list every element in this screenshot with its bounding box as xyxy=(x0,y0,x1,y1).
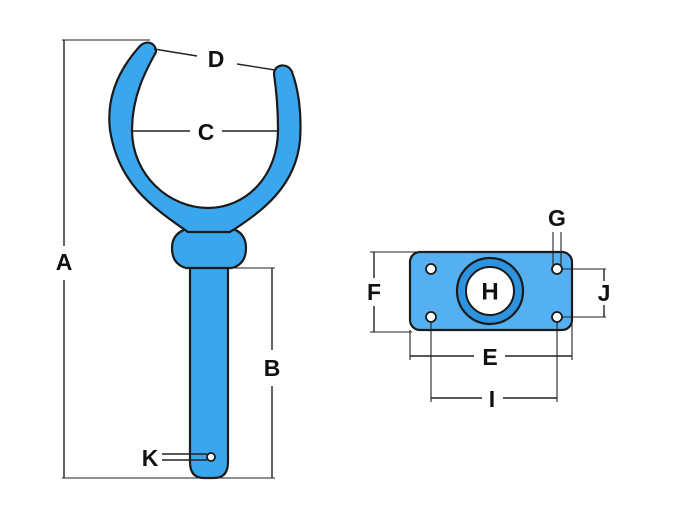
label-f: F xyxy=(367,279,381,305)
label-k: K xyxy=(142,445,159,471)
mount-plate-top-view xyxy=(408,250,574,332)
dim-d-line-left xyxy=(153,48,198,57)
label-b: B xyxy=(264,355,281,381)
dim-d-line-right xyxy=(236,63,276,71)
label-g: G xyxy=(548,205,566,231)
label-c: C xyxy=(198,119,215,145)
mount-hole-top-right xyxy=(551,263,563,275)
oarlock-collar xyxy=(170,226,248,270)
oarlock-shaft xyxy=(188,260,230,480)
label-j: J xyxy=(598,280,611,306)
oarlock-horn xyxy=(108,41,302,234)
mount-hole-bottom-right xyxy=(551,311,563,323)
dimension-lines xyxy=(62,39,606,479)
label-e: E xyxy=(482,344,497,370)
label-d: D xyxy=(208,46,225,72)
mount-hole-bottom-left xyxy=(425,311,437,323)
shaft-pin-hole xyxy=(206,452,216,462)
dimension-labels: A B C D E F G H I J K xyxy=(56,46,611,471)
label-i: I xyxy=(489,386,495,412)
label-h: H xyxy=(481,279,498,306)
mount-hole-top-left xyxy=(425,263,437,275)
socket-hole xyxy=(465,266,515,316)
label-a: A xyxy=(56,249,73,275)
